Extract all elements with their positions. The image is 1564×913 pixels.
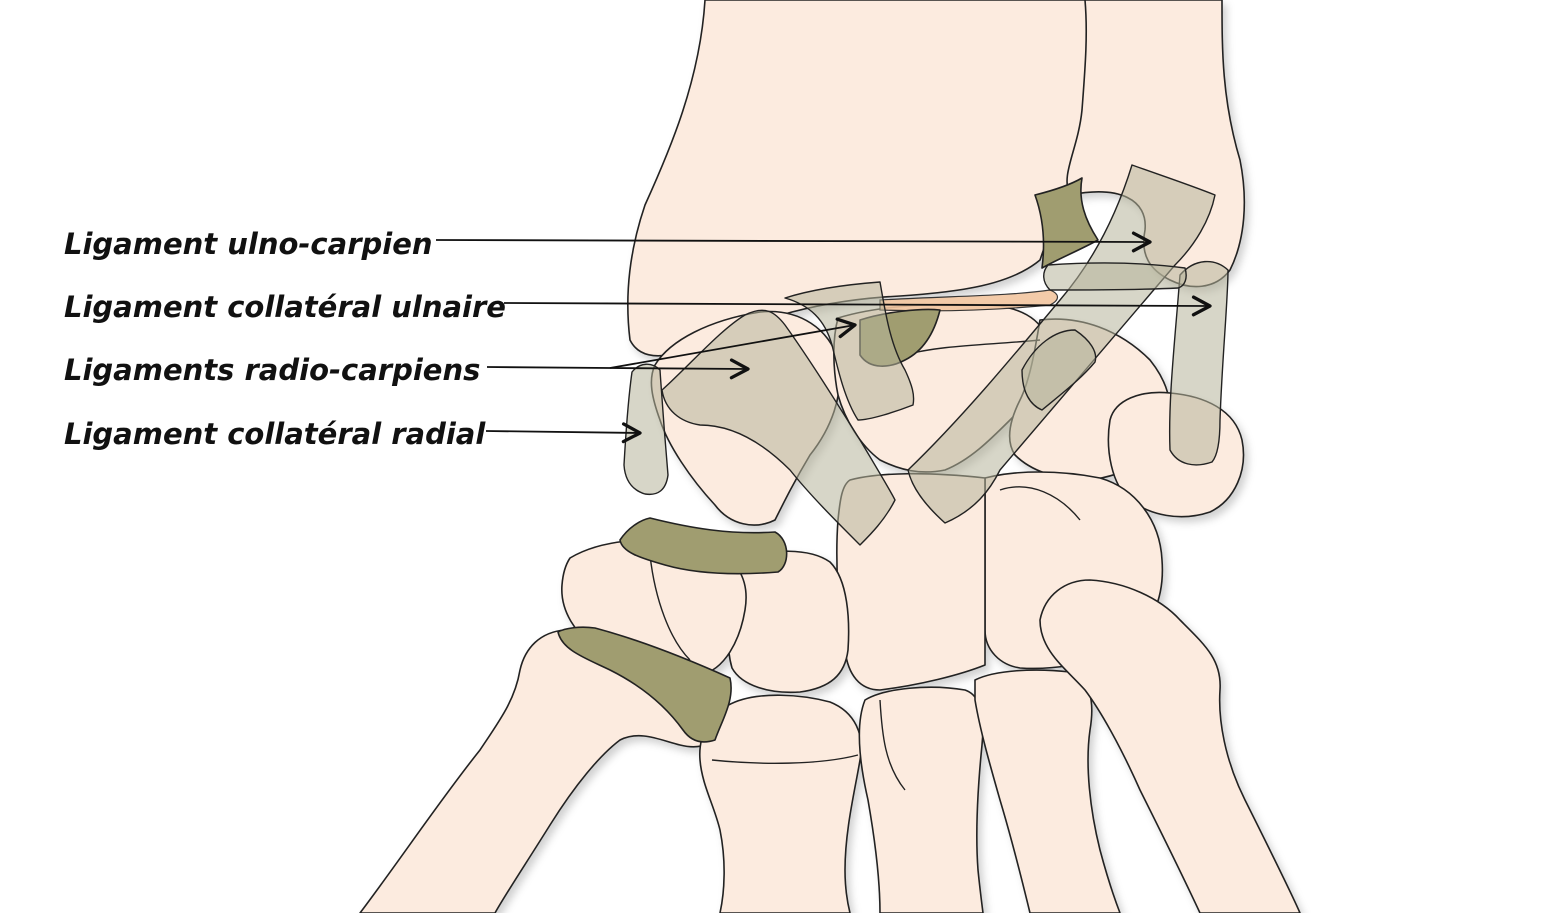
- arrow-radio-carpiens-shaft: [486, 366, 611, 369]
- label-ligament-collateral-ulnaire: Ligament collatéral ulnaire: [64, 290, 506, 324]
- hamate-hook-line: [999, 486, 1081, 521]
- ulnar-collateral-ligament-band: [1168, 260, 1229, 466]
- trapeziometacarpal-ligament: [557, 626, 732, 743]
- little-metacarpal-bone: [1039, 579, 1301, 913]
- capitate-line: [879, 699, 906, 791]
- scaphotrapezial-ligament: [619, 517, 788, 575]
- dorsal-intercarpal-ligament-band: [1021, 329, 1097, 411]
- arrow-collateral-radial: [485, 422, 642, 444]
- middle-metacarpal-bone: [858, 686, 984, 913]
- arrow-collateral-ulnaire: [503, 295, 1212, 317]
- label-ligaments-radio-carpiens: Ligaments radio-carpiens: [64, 353, 481, 387]
- ulnolunate-ligament-band: [1043, 262, 1187, 291]
- metacarpal-base-line: [711, 754, 859, 764]
- annotation-arrows: [435, 231, 1212, 444]
- label-ligament-collateral-radial: Ligament collatéral radial: [64, 417, 486, 451]
- long-radiolunate-ligament: [784, 281, 915, 421]
- label-ligament-ulno-carpien: Ligament ulno-carpien: [64, 227, 433, 261]
- arrow-radio-carpiens-lower: [609, 358, 750, 380]
- ligaments-opaque: [557, 177, 1099, 743]
- index-metacarpal-bone: [699, 694, 862, 913]
- trapezium-line: [649, 554, 691, 661]
- ulnar-triangular-ligament: [1034, 177, 1099, 269]
- radial-collateral-ligament-band: [623, 363, 669, 496]
- arrow-ulno-carpien: [435, 231, 1152, 253]
- arrow-radio-carpiens-upper: [609, 317, 857, 369]
